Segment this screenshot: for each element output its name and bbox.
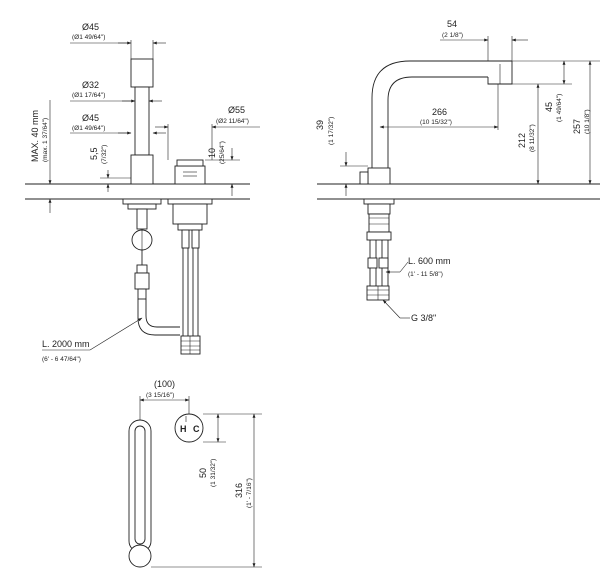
- dim-d32: Ø32: [82, 80, 99, 90]
- dim-h10-imperial: (25/64"): [219, 141, 226, 164]
- front-view: Ø45 (Ø1 49/64") Ø32 (Ø1 17/64") Ø45 (Ø1 …: [25, 22, 260, 363]
- side-connector: [366, 231, 392, 241]
- hose-2000-outer: [137, 299, 180, 336]
- supply-connector-left: [181, 229, 190, 249]
- label-thread: G 3/8": [411, 313, 436, 323]
- dim-h212-imperial: (8 11/32"): [529, 124, 536, 152]
- hose-connector-body: [134, 272, 150, 290]
- dim-w100: (100): [154, 379, 175, 389]
- dim-h10: 10: [207, 148, 217, 158]
- dim-w54: 54: [447, 19, 457, 29]
- spout-fixing-nut: [127, 203, 157, 210]
- mixer-top: [176, 159, 204, 167]
- dim-h5-5: 5,5: [89, 147, 99, 160]
- dim-h257-imperial: (10 1/8"): [584, 109, 591, 134]
- side-shank: [368, 213, 390, 233]
- dim-d55: Ø55: [228, 105, 245, 115]
- label-hose-600: L. 600 mm: [408, 256, 451, 266]
- side-lever: [359, 171, 369, 185]
- side-base: [367, 167, 391, 185]
- dim-d45-mid: Ø45: [82, 113, 99, 123]
- dim-d45-mid-imperial: (Ø1 49/64"): [72, 125, 105, 132]
- dim-h257: 257: [572, 119, 582, 134]
- plan-spout-inner: [134, 425, 146, 545]
- side-view: 54 (2 1/8") 266 (10 15/32") 39 (1 17/32"…: [315, 19, 600, 323]
- dim-h45-imperial: (1 49/64"): [556, 94, 563, 122]
- dim-h316: 316: [234, 483, 244, 498]
- dim-w266: 266: [432, 107, 447, 117]
- dim-h39: 39: [315, 120, 325, 130]
- label-hose-600-imperial: (1' - 11 5/8"): [408, 271, 443, 278]
- supply-end-fittings: [180, 335, 201, 355]
- mixer-shank: [177, 223, 203, 231]
- dim-w54-imperial: (2 1/8"): [442, 32, 463, 39]
- dim-w266-imperial: (10 15/32"): [420, 119, 452, 126]
- side-fixing-plate: [363, 198, 395, 205]
- dim-d55-imperial: (Ø2 11/64"): [216, 118, 249, 125]
- hot-marker: H: [180, 424, 187, 434]
- plan-spout-base: [128, 544, 152, 568]
- dim-d32-imperial: (Ø1 17/64"): [72, 92, 105, 99]
- cold-marker: C: [193, 424, 200, 434]
- dim-max-40-imperial: (max. 1 37/64"): [42, 118, 49, 162]
- label-hose-2000: L. 2000 mm: [42, 339, 90, 349]
- spout-shank: [136, 208, 148, 230]
- plan-view: H C (100) (3 15/16") 50 (1 31/32") 316 (…: [128, 379, 262, 568]
- dim-d45-top-imperial: (Ø1 49/64"): [72, 34, 105, 41]
- spout-arc-outer: [371, 60, 512, 168]
- dim-h316-imperial: (1' - 7/16"): [246, 478, 253, 508]
- spout-cap: [130, 58, 154, 88]
- side-fixing-nut: [367, 203, 391, 215]
- supply-connector-right: [191, 229, 200, 249]
- label-hose-2000-imperial: (6' - 6 47/64"): [42, 356, 81, 363]
- spout-column: [134, 86, 150, 156]
- dim-h212: 212: [517, 133, 527, 148]
- dim-w100-imperial: (3 15/16"): [146, 392, 174, 399]
- dim-h39-imperial: (1 17/32"): [328, 117, 335, 145]
- mixer-body: [174, 165, 206, 185]
- spout-base: [130, 154, 154, 185]
- spout-fixing-plate: [122, 198, 162, 205]
- mixer-fixing-plate: [167, 198, 213, 205]
- dim-d45-top: Ø45: [82, 22, 99, 32]
- dim-max-40: MAX. 40 mm: [30, 110, 40, 162]
- dim-h50-imperial: (1 31/32"): [210, 459, 217, 487]
- dim-h5-5-imperial: (7/32"): [101, 145, 108, 164]
- dim-h50: 50: [198, 468, 208, 478]
- hose-connector-neck: [137, 288, 147, 300]
- mixer-fixing-nut: [172, 203, 208, 225]
- hose-2000-inner: [145, 299, 180, 328]
- hose-connector-top: [136, 264, 148, 274]
- spout-arc-inner: [387, 76, 488, 168]
- dim-h45: 45: [544, 102, 554, 112]
